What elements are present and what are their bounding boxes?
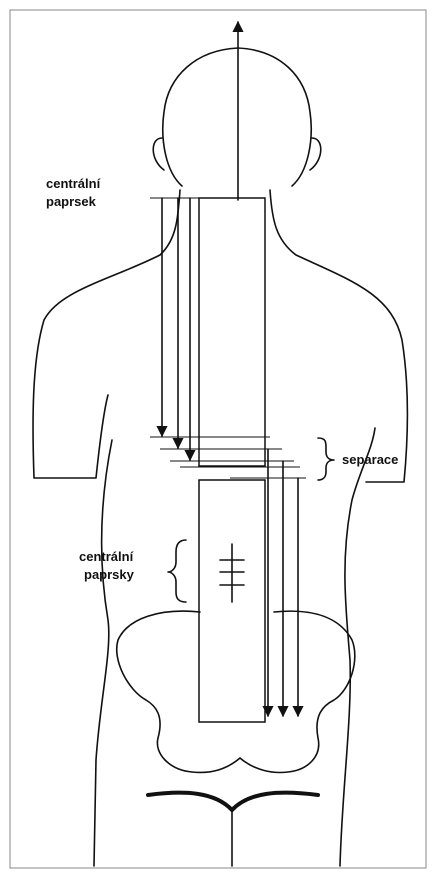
separation-brace	[318, 438, 334, 480]
buttocks-crease	[148, 793, 318, 810]
left-ear	[153, 138, 164, 170]
central-rays-brace	[168, 540, 186, 602]
right-ear	[310, 138, 321, 170]
label-central-rays-line1: centrální	[79, 548, 133, 565]
label-separation: separace	[342, 451, 398, 468]
label-central-ray-line2: paprsek	[46, 193, 96, 210]
right-waist-outline	[340, 428, 375, 866]
label-central-ray-line1: centrální	[46, 175, 100, 192]
head-outline	[163, 48, 311, 186]
left-torso-outline	[33, 190, 180, 478]
right-torso-outline	[270, 190, 408, 482]
pelvis-outline	[117, 611, 355, 772]
figure-frame	[10, 10, 426, 868]
label-central-rays-line2: paprsky	[84, 566, 134, 583]
left-waist-outline	[94, 440, 112, 866]
upper-cassette	[199, 198, 265, 466]
